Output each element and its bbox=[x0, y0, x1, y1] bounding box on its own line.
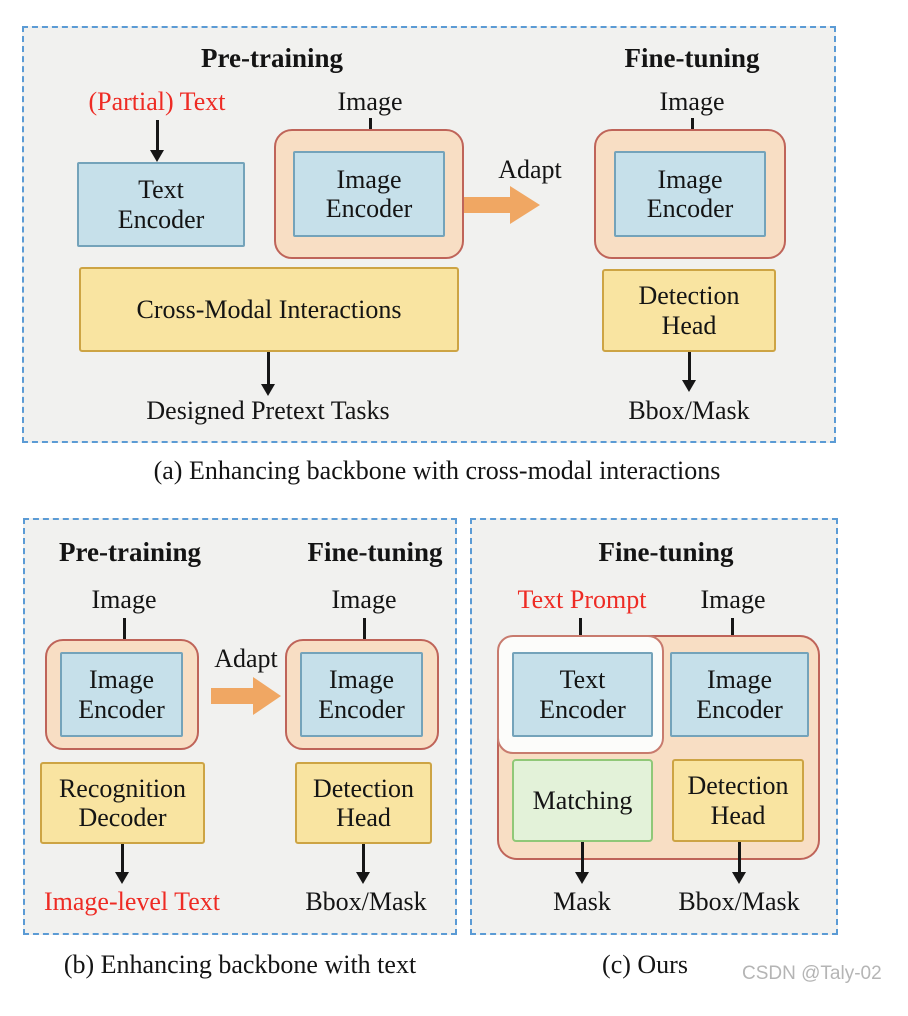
image-label-finetune: Image bbox=[659, 87, 725, 116]
detection-head-box: Detection Head bbox=[602, 269, 776, 352]
image-label: Image bbox=[700, 585, 766, 614]
adapt-label: Adapt bbox=[214, 644, 278, 673]
panel-b: Pre-training Fine-tuning Image Image Ima… bbox=[23, 518, 457, 935]
down-arrow-icon bbox=[731, 842, 747, 884]
image-encoder-box: Image Encoder bbox=[293, 151, 445, 237]
text-encoder-box: Text Encoder bbox=[512, 652, 653, 737]
caption-c: (c) Ours bbox=[602, 950, 688, 979]
panel-a-pretraining-title: Pre-training bbox=[201, 43, 343, 73]
bbox-mask-label: Bbox/Mask bbox=[305, 887, 427, 916]
matching-box: Matching bbox=[512, 759, 653, 842]
panel-a-finetuning-title: Fine-tuning bbox=[624, 43, 760, 73]
caption-a: (a) Enhancing backbone with cross-modal … bbox=[153, 456, 721, 485]
panel-c: Fine-tuning Text Prompt Image Text Encod… bbox=[470, 518, 838, 935]
panel-b-finetuning-title: Fine-tuning bbox=[307, 537, 443, 567]
image-encoder-box: Image Encoder bbox=[300, 652, 423, 737]
mask-label: Mask bbox=[553, 887, 611, 916]
adapt-label: Adapt bbox=[498, 155, 562, 184]
image-encoder-container: Image Encoder bbox=[274, 129, 464, 259]
down-arrow-icon bbox=[574, 842, 590, 884]
panel-c-finetuning-title: Fine-tuning bbox=[598, 537, 734, 567]
image-label-pretrain: Image bbox=[91, 585, 157, 614]
text-encoder-box: Text Encoder bbox=[77, 162, 245, 247]
image-encoder-box: Image Encoder bbox=[670, 652, 809, 737]
down-arrow-icon bbox=[114, 844, 130, 884]
detection-head-box: Detection Head bbox=[672, 759, 804, 842]
image-encoder-box: Image Encoder bbox=[614, 151, 766, 237]
down-arrow-icon bbox=[149, 120, 165, 162]
image-label-pretrain: Image bbox=[337, 87, 403, 116]
image-label-finetune: Image bbox=[331, 585, 397, 614]
panel-b-pretraining-title: Pre-training bbox=[59, 537, 201, 567]
partial-text-label: (Partial) Text bbox=[88, 87, 226, 116]
designed-pretext-label: Designed Pretext Tasks bbox=[146, 396, 390, 425]
image-encoder-container: Image Encoder bbox=[594, 129, 786, 259]
adapt-arrow-icon bbox=[211, 677, 281, 715]
csdn-watermark: CSDN @Taly-02 bbox=[742, 963, 882, 984]
recognition-decoder-box: Recognition Decoder bbox=[40, 762, 205, 844]
detection-head-box: Detection Head bbox=[295, 762, 432, 844]
image-level-text-label: Image-level Text bbox=[43, 887, 220, 916]
image-encoder-box: Image Encoder bbox=[60, 652, 183, 737]
down-arrow-icon bbox=[681, 352, 697, 392]
ours-container: Text Encoder Image Encoder Matching Dete… bbox=[497, 635, 820, 860]
panel-a: Pre-training Fine-tuning (Partial) Text … bbox=[22, 26, 836, 443]
bbox-mask-label: Bbox/Mask bbox=[628, 396, 750, 425]
cross-modal-box: Cross-Modal Interactions bbox=[79, 267, 459, 352]
caption-b: (b) Enhancing backbone with text bbox=[63, 950, 417, 979]
bbox-mask-label: Bbox/Mask bbox=[678, 887, 800, 916]
image-encoder-container: Image Encoder bbox=[285, 639, 439, 750]
down-arrow-icon bbox=[260, 352, 276, 396]
adapt-arrow-icon bbox=[464, 186, 540, 224]
text-prompt-label: Text Prompt bbox=[517, 585, 647, 614]
down-arrow-icon bbox=[355, 844, 371, 884]
image-encoder-container: Image Encoder bbox=[45, 639, 199, 750]
